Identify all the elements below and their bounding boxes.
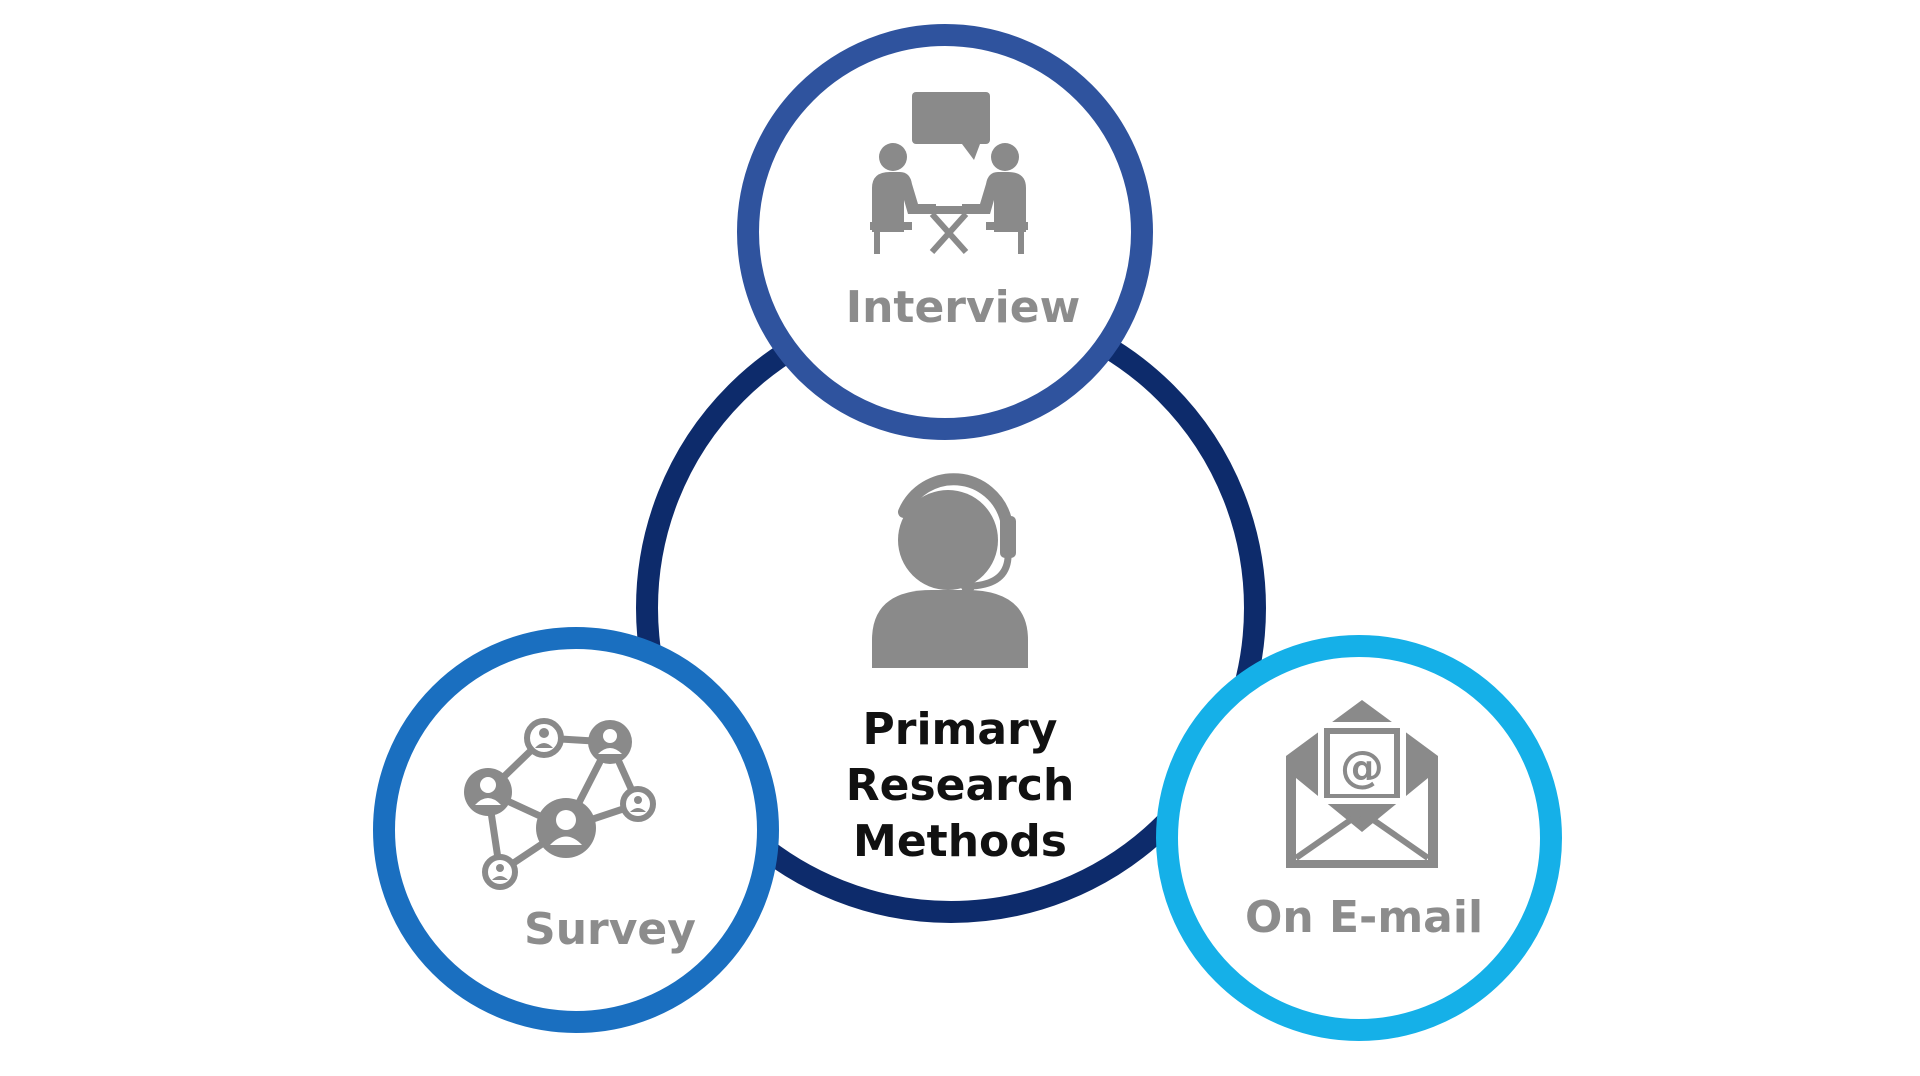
interview-label: Interview	[846, 282, 1081, 333]
email-envelope-icon: @	[1286, 700, 1438, 868]
interview-meeting-icon	[870, 92, 1028, 255]
people-network-icon	[464, 718, 656, 890]
center-title-line-2: Research	[846, 760, 1075, 811]
center-node: Primary Research Methods	[636, 293, 1266, 923]
interview-node: Interview	[737, 24, 1153, 440]
email-label: On E-mail	[1245, 892, 1483, 943]
center-title-line-3: Methods	[853, 816, 1067, 867]
survey-label: Survey	[524, 904, 696, 955]
call-center-agent-icon	[872, 473, 1028, 668]
email-node: @ On E-mail	[1156, 635, 1562, 1041]
survey-node: Survey	[373, 627, 779, 1033]
center-title-line-1: Primary	[863, 704, 1058, 755]
svg-text:@: @	[1340, 742, 1384, 793]
